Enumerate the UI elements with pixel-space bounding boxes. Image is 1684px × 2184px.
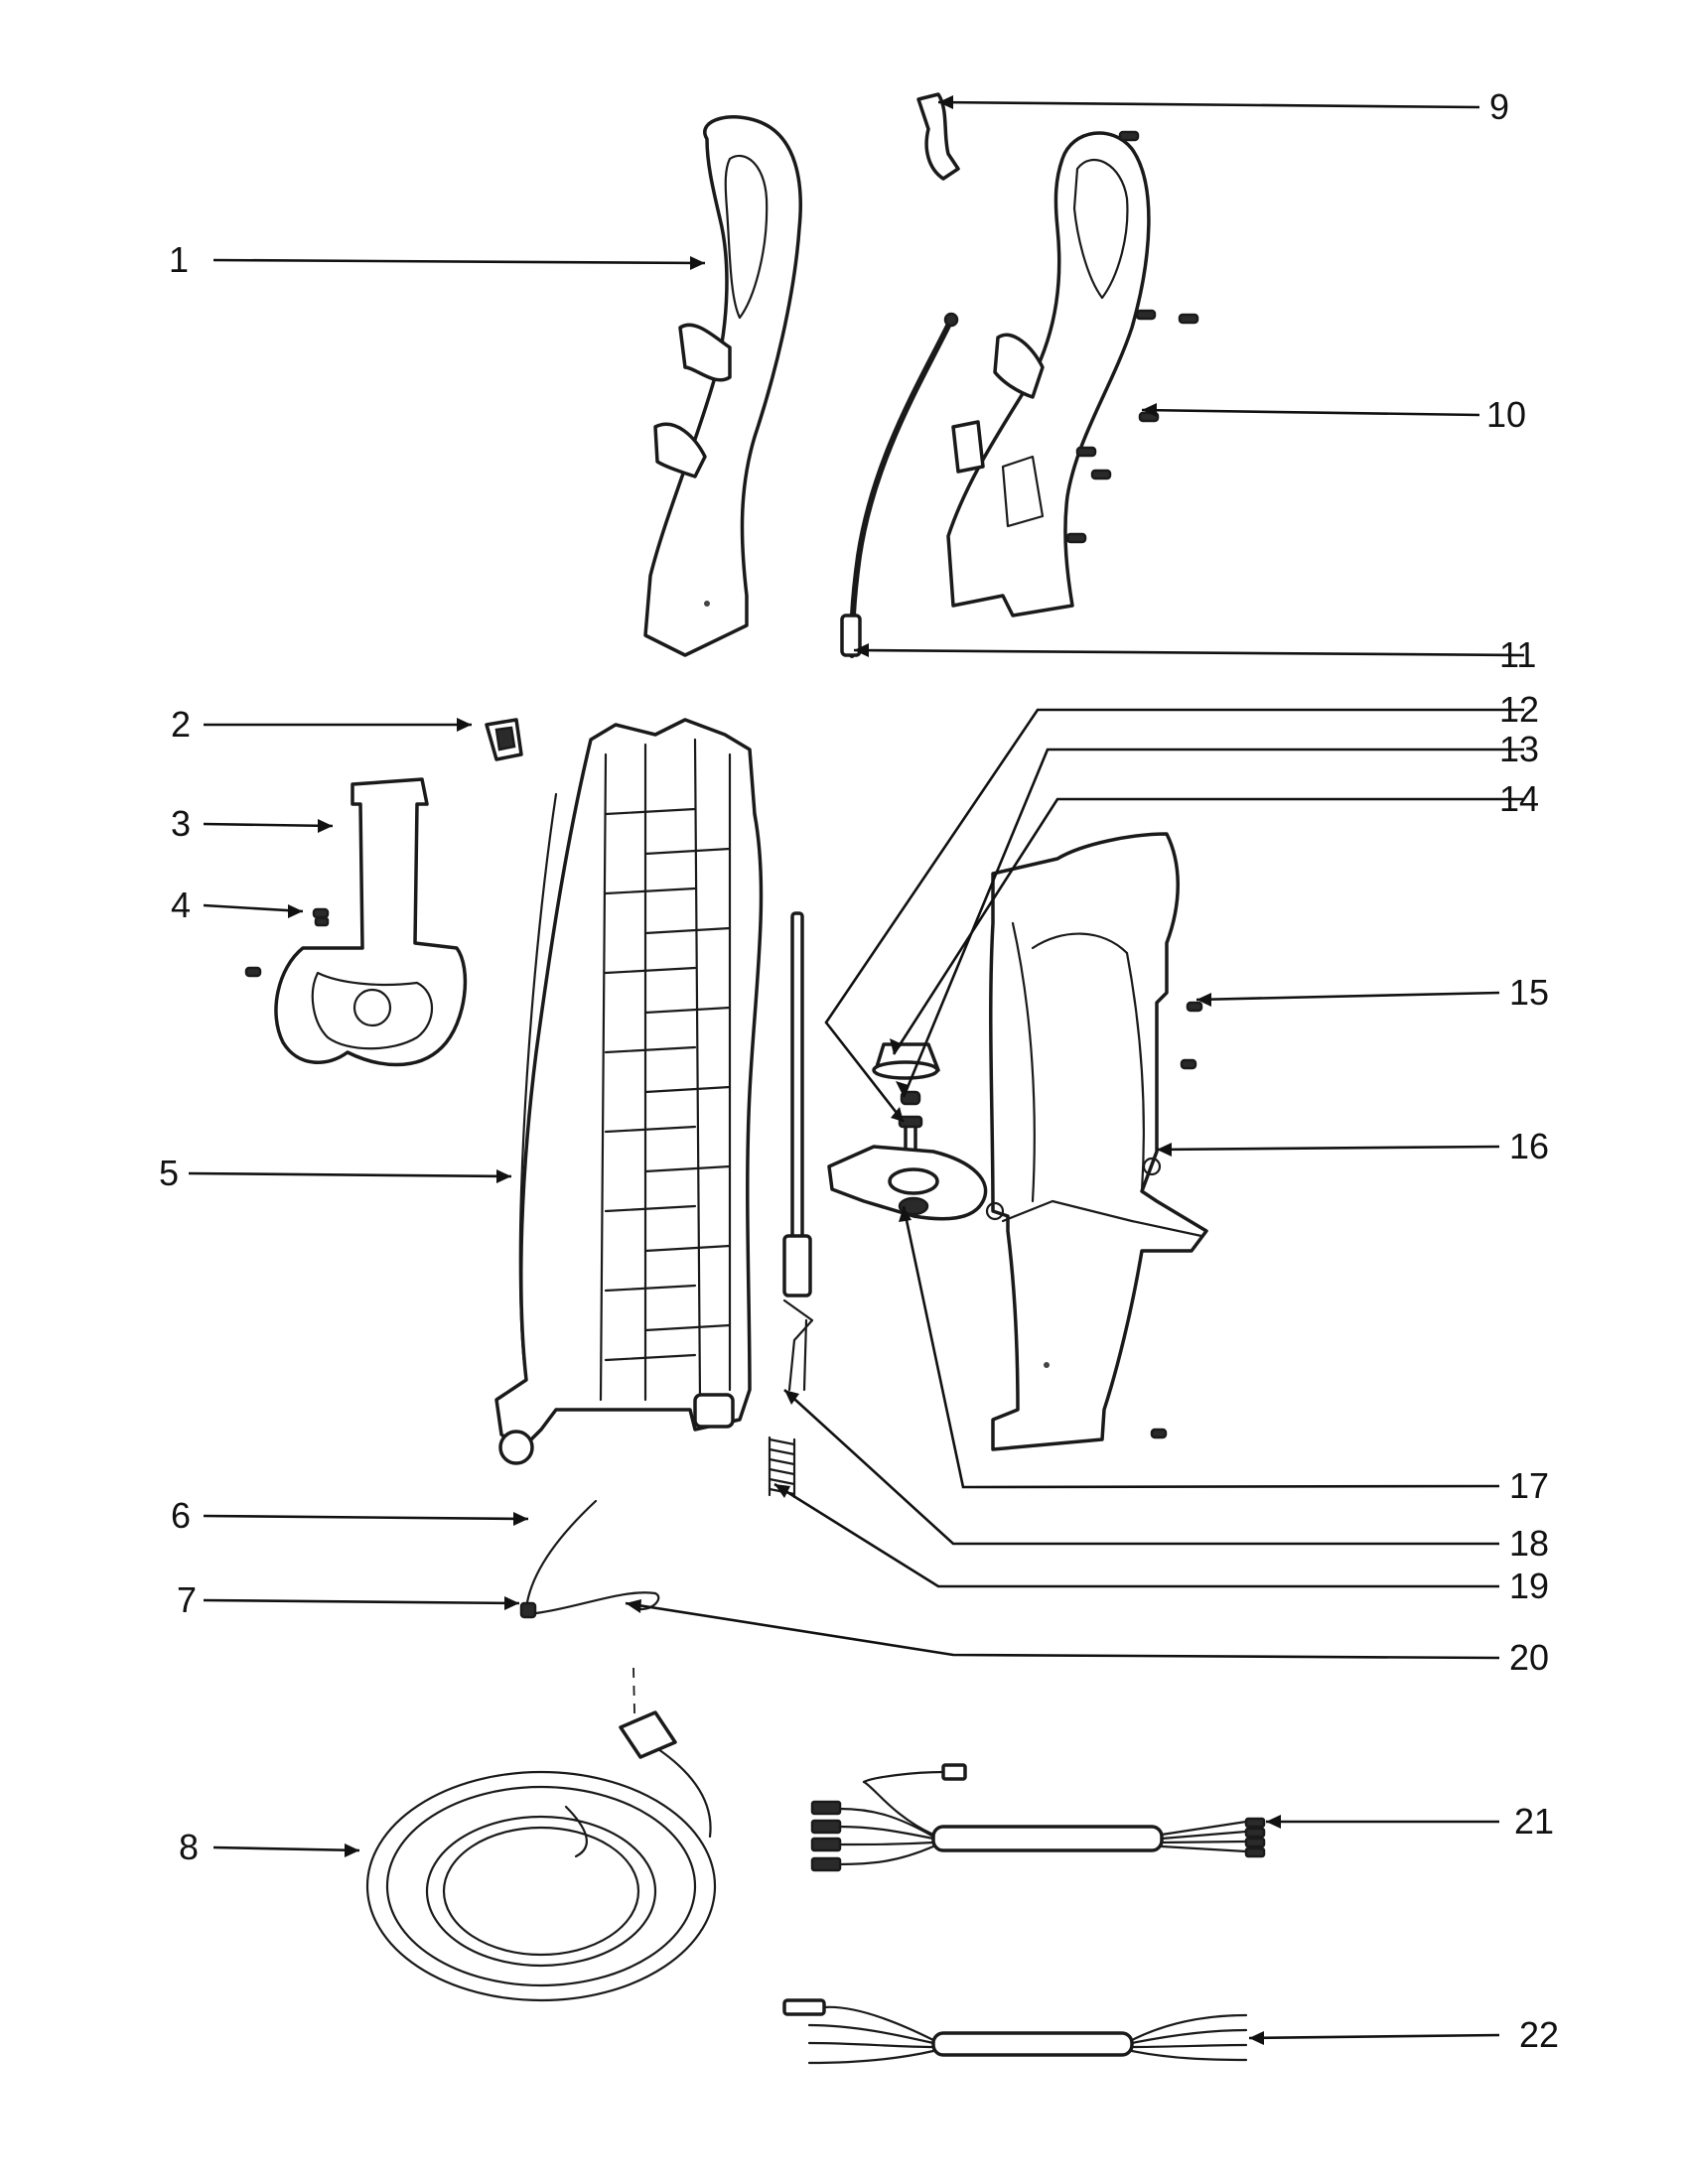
callout-16: 16 [1509,1126,1549,1166]
leader-lines [188,100,1525,2040]
part-8-power-cord [365,1667,717,2002]
part-2-switch [485,718,523,761]
part-5-main-body [494,718,764,1465]
part-22-wire-harness [782,1998,1248,2065]
callout-8: 8 [179,1827,199,1867]
callout-3: 3 [171,803,191,844]
callout-19: 19 [1509,1566,1549,1606]
part-10-handle-rear [946,130,1199,617]
callout-20: 20 [1509,1637,1549,1678]
callout-17: 17 [1509,1465,1549,1506]
part-7-terminal [519,1601,537,1619]
callout-9: 9 [1489,86,1509,127]
part-21-wire-harness [810,1763,1266,1872]
callout-2: 2 [171,704,191,745]
callout-6: 6 [171,1495,191,1536]
part-19-spring [768,1435,796,1499]
callout-12: 12 [1499,689,1539,730]
callout-13: 13 [1499,729,1539,769]
part-14-cap [872,1042,940,1080]
callout-10: 10 [1486,394,1526,435]
part-16-rear-cover [985,832,1208,1451]
callout-5: 5 [159,1153,179,1193]
part-6-wire [524,1499,598,1610]
part-18-rod [782,911,814,1392]
callout-labels: 1 2 3 4 5 6 7 8 9 10 11 12 13 14 15 16 1… [159,86,1559,2055]
callout-21: 21 [1514,1801,1554,1842]
callout-7: 7 [177,1579,197,1620]
part-1-handle-front [643,115,802,657]
callout-15: 15 [1509,972,1549,1013]
part-11-hose [840,312,959,658]
part-17-pivot-plate [827,1145,988,1221]
part-9-handle-clip [916,92,960,181]
part-13-nut [900,1090,921,1106]
callout-18: 18 [1509,1523,1549,1564]
part-4-screw [244,907,330,978]
arrowheads [288,95,1281,2045]
callout-14: 14 [1499,778,1539,819]
callout-22: 22 [1519,2014,1559,2055]
callout-1: 1 [169,239,189,280]
callout-4: 4 [171,885,191,925]
part-3-bracket [274,777,468,1067]
part-15-screw [1150,1001,1203,1439]
callout-11: 11 [1499,634,1536,675]
